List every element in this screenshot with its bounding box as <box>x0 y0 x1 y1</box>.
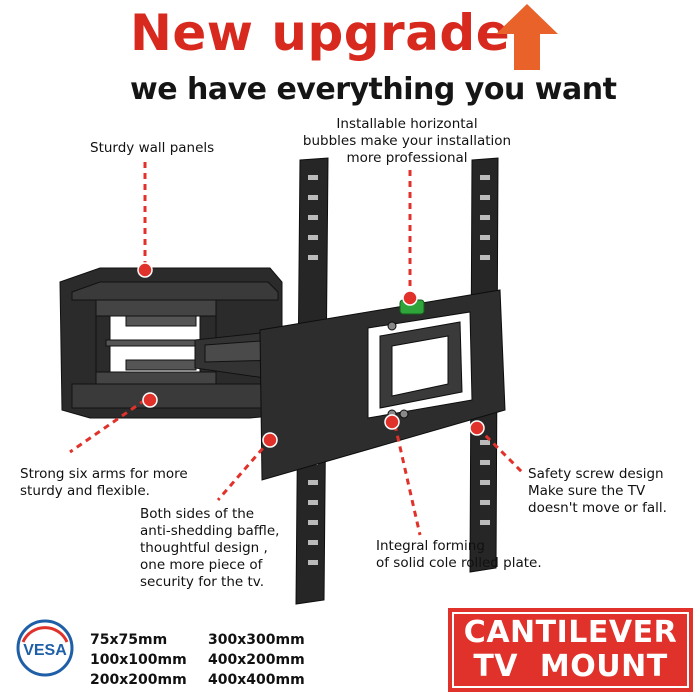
vesa-size: 300x300mm <box>208 632 305 648</box>
vesa-size: 75x75mm <box>90 632 168 648</box>
vesa-size: 200x200mm <box>90 672 187 688</box>
product-line1: CANTILEVER <box>463 615 678 650</box>
up-arrow-icon <box>496 4 558 70</box>
product-label: CANTILEVER TV MOUNT <box>448 608 693 692</box>
headline: New upgrade <box>130 4 511 62</box>
tv-plate <box>259 289 506 481</box>
callout-wall-panels: Sturdy wall panels <box>90 140 215 156</box>
vesa-sizes: 75x75mm 300x300mm 100x100mm 400x200mm 20… <box>90 630 305 690</box>
vesa-logo-icon: VESA <box>16 619 74 677</box>
vesa-row: 75x75mm 300x300mm <box>90 630 305 650</box>
product-line2: TV MOUNT <box>473 649 668 684</box>
callout-integral: Integral forming of solid cole rolled pl… <box>376 538 542 571</box>
callout-safety: Safety screw design Make sure the TV doe… <box>528 466 667 516</box>
vesa-size: 400x400mm <box>208 672 305 688</box>
callout-baffle: Both sides of the anti-shedding baffle, … <box>140 506 280 590</box>
callout-bubbles: Installable horizontal bubbles make your… <box>302 116 512 166</box>
callout-six-arms: Strong six arms for more sturdy and flex… <box>20 466 188 499</box>
vesa-logo-label: VESA <box>23 642 67 659</box>
vesa-row: 200x200mm 400x400mm <box>90 670 305 690</box>
product-label-frame: CANTILEVER TV MOUNT <box>452 612 689 688</box>
subheadline: we have everything you want <box>130 72 617 107</box>
vesa-size: 100x100mm <box>90 652 187 668</box>
vesa-size: 400x200mm <box>208 652 305 668</box>
vesa-row: 100x100mm 400x200mm <box>90 650 305 670</box>
